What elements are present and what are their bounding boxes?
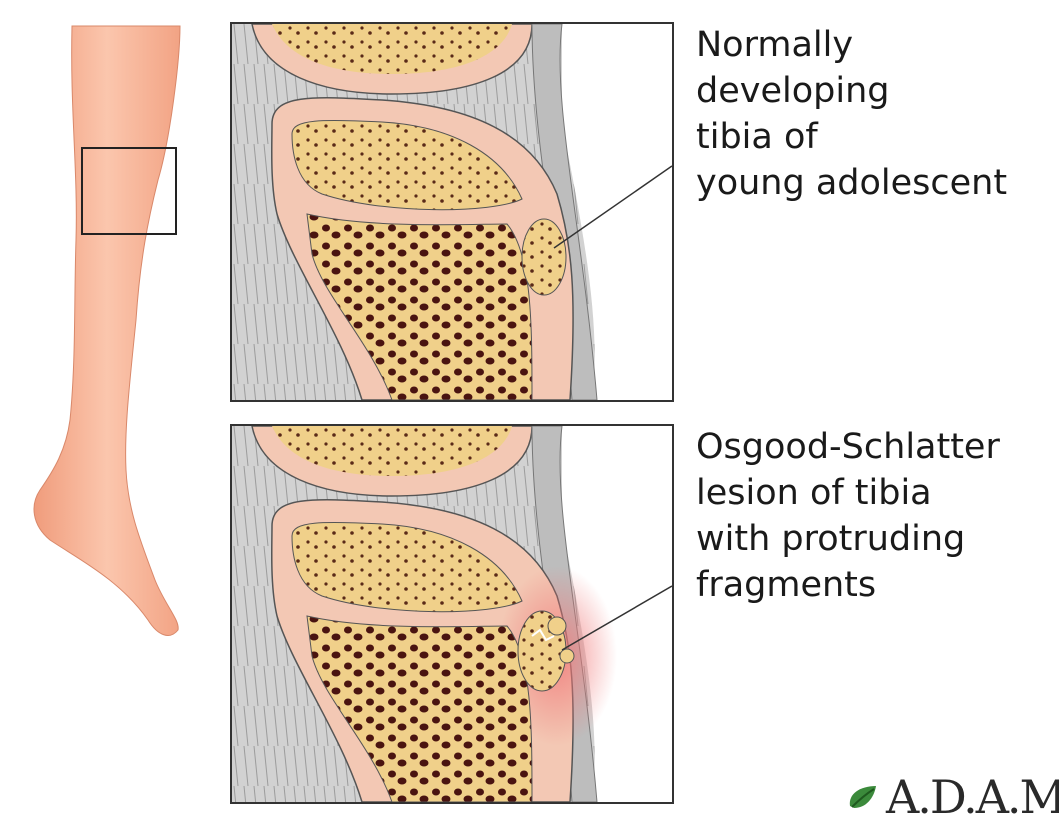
leg-shape <box>33 25 181 636</box>
logo-text: A.D.A.M. <box>886 770 1059 824</box>
normal-tibia-panel <box>230 22 674 402</box>
osgood-schlatter-cross-section <box>232 426 672 802</box>
normal-tibia-label: Normally developing tibia of young adole… <box>696 25 1008 203</box>
epiphysis <box>291 119 523 211</box>
tibial-tuberosity <box>521 218 567 296</box>
knee-highlight-box <box>81 147 177 235</box>
top-pointer-line <box>553 165 672 249</box>
normal-tibia-cross-section <box>232 24 672 400</box>
leaf-icon <box>849 786 876 808</box>
osgood-schlatter-label: Osgood-Schlatter lesion of tibia with pr… <box>696 427 1000 605</box>
osgood-schlatter-panel <box>230 424 674 804</box>
metaphysis <box>306 213 533 400</box>
adam-logo: A.D.A.M. <box>846 770 1059 824</box>
leg-illustration <box>33 25 181 636</box>
bottom-pointer-line <box>561 585 672 651</box>
protruding-fragments <box>517 610 575 692</box>
metaphysis <box>306 615 533 802</box>
patellar-tendon <box>531 24 598 400</box>
epiphysis <box>291 521 523 613</box>
